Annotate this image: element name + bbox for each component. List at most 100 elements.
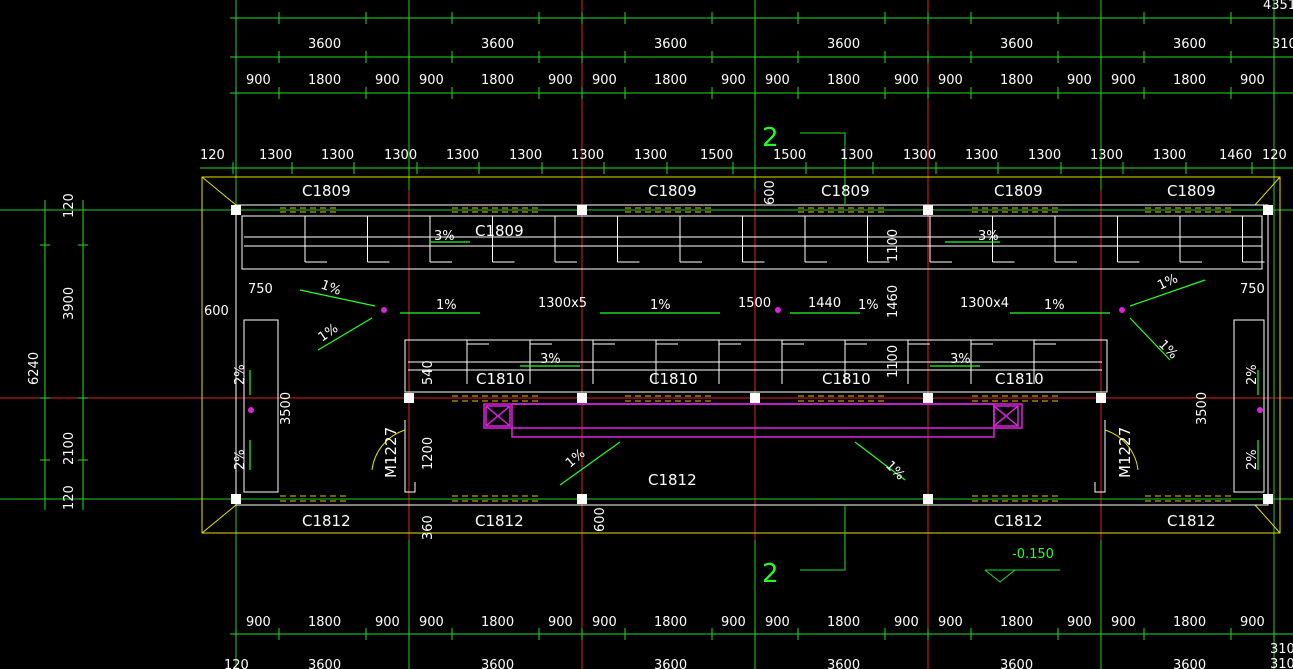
dim-row-5-label: 3600 [654, 658, 687, 669]
structural-column [1263, 494, 1273, 504]
dim-row-5-label: 120 [224, 658, 249, 669]
window-bottom-4: C1812 [1167, 512, 1216, 530]
dim-row-3-label: 1300 [384, 148, 417, 163]
bottom-right-label-2: 310 [1270, 657, 1293, 669]
structural-column [923, 393, 933, 403]
dim-row-5-label: 3600 [481, 658, 514, 669]
dim-1100-a: 1100 [886, 229, 901, 262]
window-bottom-center: C1812 [648, 471, 697, 489]
dim-row-1-label: 3600 [481, 37, 514, 52]
dim-row-2-label: 1800 [1173, 73, 1206, 88]
structural-column [923, 494, 933, 504]
dim-row-2-label: 900 [1240, 73, 1265, 88]
dim-row-2-label: 900 [548, 73, 573, 88]
dim-row-3-label: 1300 [259, 148, 292, 163]
section-markers [800, 132, 1060, 583]
dim-600-bottom: 600 [593, 507, 608, 532]
dim-row-4-label: 900 [765, 615, 790, 630]
elevation-label: -0.150 [1012, 547, 1054, 562]
dim-row-3-label: 1300 [840, 148, 873, 163]
dim-360: 360 [421, 515, 436, 540]
dim-row-3-label: 1300 [1028, 148, 1061, 163]
slope-pct-2: 3% [978, 229, 999, 244]
slope-label-5: 1% [319, 278, 344, 299]
dim-row-3-label: 1300 [903, 148, 936, 163]
dim-600-left: 600 [204, 304, 229, 319]
window-top-2: C1809 [648, 182, 697, 200]
dim-row-1-label: 3600 [308, 37, 341, 52]
bottom-right-label-1: 310 [1270, 642, 1293, 657]
dim-row-5-label: 3600 [308, 658, 341, 669]
drain-trench [248, 307, 1263, 438]
slope-2-3: 2% [1245, 364, 1260, 385]
door-right: M1227 [1116, 427, 1134, 478]
window-mid-4: C1810 [995, 370, 1044, 388]
spacing-b: 1500 [738, 296, 771, 311]
dim-row-4-label: 900 [894, 615, 919, 630]
spacing-d: 1300x4 [960, 296, 1009, 311]
dim-3500-right: 3500 [1195, 392, 1210, 425]
dim-row-3-label: 1300 [965, 148, 998, 163]
walls [231, 204, 1273, 506]
dim-row-4-label: 900 [721, 615, 746, 630]
dim-row-3-label: 120 [1262, 148, 1287, 163]
dim-row-3-label: 1500 [773, 148, 806, 163]
slope-label-1: 1% [436, 298, 457, 313]
dim-row-2-label: 900 [894, 73, 919, 88]
dim-row-4-label: 900 [375, 615, 400, 630]
dim-750-right: 750 [1240, 282, 1265, 297]
left-dim-2100: 2100 [62, 432, 77, 465]
structural-column [750, 393, 760, 403]
dim-row-2-label: 1800 [308, 73, 341, 88]
slope-pct-3: 3% [540, 352, 561, 367]
dim-row-4-label: 900 [592, 615, 617, 630]
dim-row-2-label: 900 [765, 73, 790, 88]
dim-row-3-label: 1300 [1090, 148, 1123, 163]
dim-row-4-label: 1800 [1000, 615, 1033, 630]
dim-row-3-label: 120 [200, 148, 225, 163]
dim-row-1-label: 3600 [827, 37, 860, 52]
dim-row-3: 120 1300 1300 1300 1300 1300 1300 1300 1500 1500 1… [200, 148, 1287, 163]
dim-row-2-label: 900 [592, 73, 617, 88]
left-dim-120-bottom: 120 [62, 485, 77, 510]
dim-row-1-end: 310 [1272, 37, 1293, 52]
dim-row-3-label: 1300 [321, 148, 354, 163]
slope-label-2: 1% [650, 298, 671, 313]
window-top-1: C1809 [302, 182, 351, 200]
dim-1100-b: 1100 [886, 345, 901, 378]
section-mark-top: 2 [762, 123, 779, 153]
windows [280, 207, 1231, 502]
dim-row-2-label: 1800 [481, 73, 514, 88]
dim-row-4-label: 900 [246, 615, 271, 630]
slope-pct-1: 3% [434, 229, 455, 244]
structural-column [1096, 393, 1106, 403]
door-left: M1227 [382, 427, 400, 478]
window-mid-1: C1810 [476, 370, 525, 388]
window-mid-3: C1810 [822, 370, 871, 388]
dim-540: 540 [421, 360, 436, 385]
dim-1200: 1200 [421, 437, 436, 470]
window-inner-top: C1809 [475, 222, 524, 240]
dim-row-3-label: 1300 [634, 148, 667, 163]
window-bottom-1: C1812 [302, 512, 351, 530]
left-dim-3900: 3900 [62, 287, 77, 320]
dim-row-2-label: 900 [938, 73, 963, 88]
spacing-c: 1440 [808, 296, 841, 311]
dim-row-3-label: 1300 [1153, 148, 1186, 163]
dim-row-3-label: 1500 [700, 148, 733, 163]
dim-row-2-label: 900 [721, 73, 746, 88]
slope-2-2: 2% [233, 449, 248, 470]
dim-row-5-label: 3600 [1000, 658, 1033, 669]
slope-label-4: 1% [1044, 298, 1065, 313]
section-mark-bottom: 2 [762, 559, 779, 589]
dim-row-3-label: 1300 [571, 148, 604, 163]
structural-column [577, 494, 587, 504]
dim-row-4-label: 1800 [481, 615, 514, 630]
dim-750-left: 750 [248, 282, 273, 297]
dim-3500-left: 3500 [279, 392, 294, 425]
dim-row-2-label: 1800 [1000, 73, 1033, 88]
